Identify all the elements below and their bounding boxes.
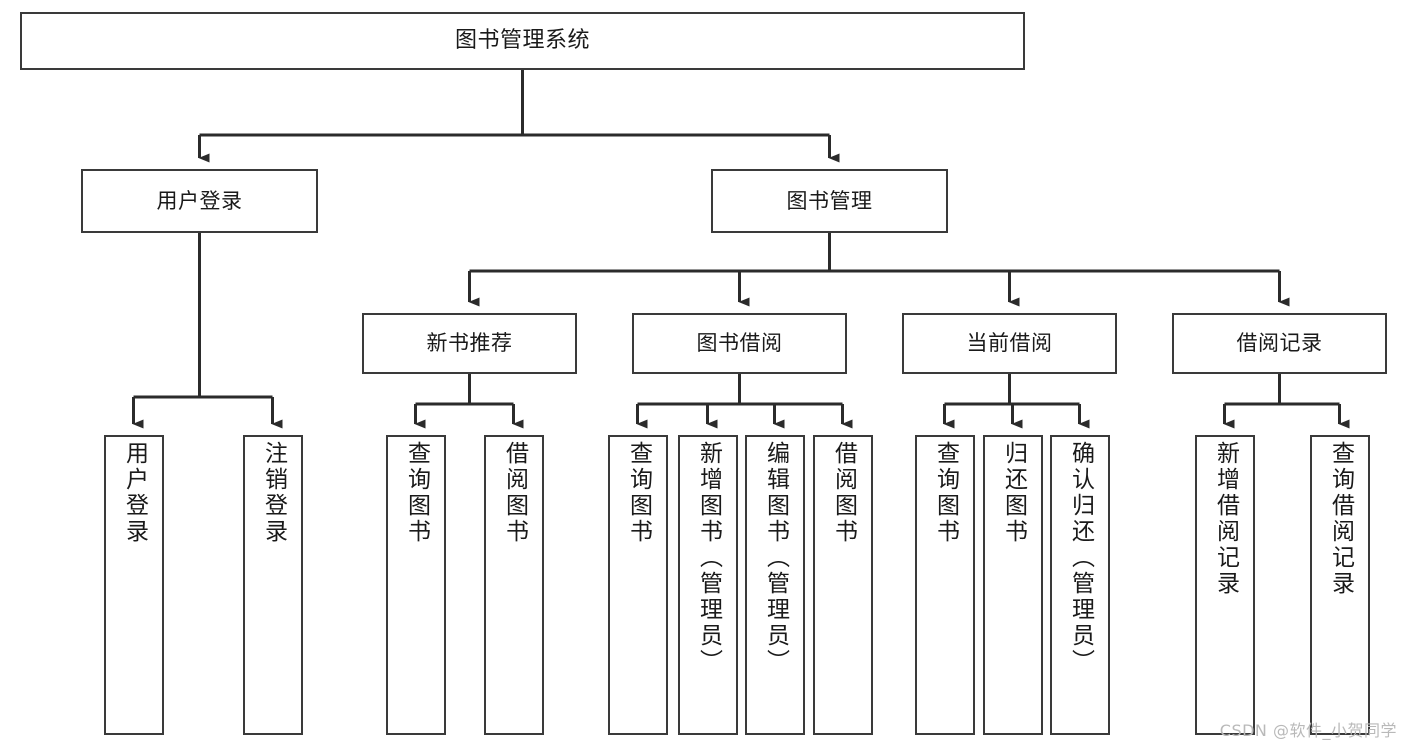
- node-user-login[interactable]: 用户登录: [81, 169, 318, 233]
- node-user-login-label: 用户登录: [156, 188, 243, 213]
- node-leaf-query-book-borrow[interactable]: 查询图书: [608, 435, 668, 735]
- node-leaf-add-record[interactable]: 新增借阅记录: [1195, 435, 1255, 735]
- node-book-manage-label: 图书管理: [786, 188, 873, 213]
- node-borrow-record[interactable]: 借阅记录: [1172, 313, 1387, 374]
- node-book-manage[interactable]: 图书管理: [711, 169, 948, 233]
- node-leaf-logout-label: 注销登录: [260, 441, 287, 545]
- node-leaf-borrow-book-label: 借阅图书: [830, 441, 857, 545]
- node-leaf-borrow-book-rec[interactable]: 借阅图书: [484, 435, 544, 735]
- node-leaf-query-record-label: 查询借阅记录: [1327, 441, 1354, 597]
- node-book-borrow-label: 图书借阅: [696, 331, 783, 356]
- node-leaf-confirm-return[interactable]: 确认归还（管理员）: [1050, 435, 1110, 735]
- node-current-borrow-label: 当前借阅: [966, 331, 1053, 356]
- node-borrow-record-label: 借阅记录: [1236, 331, 1323, 356]
- node-new-book-recommend-label: 新书推荐: [426, 331, 513, 356]
- node-leaf-user-login[interactable]: 用户登录: [104, 435, 164, 735]
- node-book-borrow[interactable]: 图书借阅: [632, 313, 847, 374]
- node-leaf-confirm-return-label: 确认归还（管理员）: [1067, 441, 1094, 675]
- csdn-watermark: CSDN @软件_小贺同学: [1219, 721, 1397, 740]
- node-leaf-add-book-label: 新增图书（管理员）: [695, 441, 722, 675]
- node-leaf-user-login-label: 用户登录: [121, 441, 148, 545]
- node-leaf-borrow-book-rec-label: 借阅图书: [501, 441, 528, 545]
- node-current-borrow[interactable]: 当前借阅: [902, 313, 1117, 374]
- node-new-book-recommend[interactable]: 新书推荐: [362, 313, 577, 374]
- node-leaf-query-book-current-label: 查询图书: [932, 441, 959, 545]
- node-leaf-query-book-rec[interactable]: 查询图书: [386, 435, 446, 735]
- node-leaf-edit-book-label: 编辑图书（管理员）: [762, 441, 789, 675]
- node-leaf-return-book-label: 归还图书: [1000, 441, 1027, 545]
- node-leaf-edit-book[interactable]: 编辑图书（管理员）: [745, 435, 805, 735]
- node-leaf-query-record[interactable]: 查询借阅记录: [1310, 435, 1370, 735]
- node-root-system[interactable]: 图书管理系统: [20, 12, 1025, 70]
- node-leaf-query-book-rec-label: 查询图书: [403, 441, 430, 545]
- node-leaf-borrow-book[interactable]: 借阅图书: [813, 435, 873, 735]
- node-leaf-add-record-label: 新增借阅记录: [1212, 441, 1239, 597]
- node-leaf-query-book-current[interactable]: 查询图书: [915, 435, 975, 735]
- node-leaf-return-book[interactable]: 归还图书: [983, 435, 1043, 735]
- node-leaf-query-book-borrow-label: 查询图书: [625, 441, 652, 545]
- node-root-label: 图书管理系统: [454, 28, 590, 54]
- node-leaf-add-book[interactable]: 新增图书（管理员）: [678, 435, 738, 735]
- node-leaf-logout[interactable]: 注销登录: [243, 435, 303, 735]
